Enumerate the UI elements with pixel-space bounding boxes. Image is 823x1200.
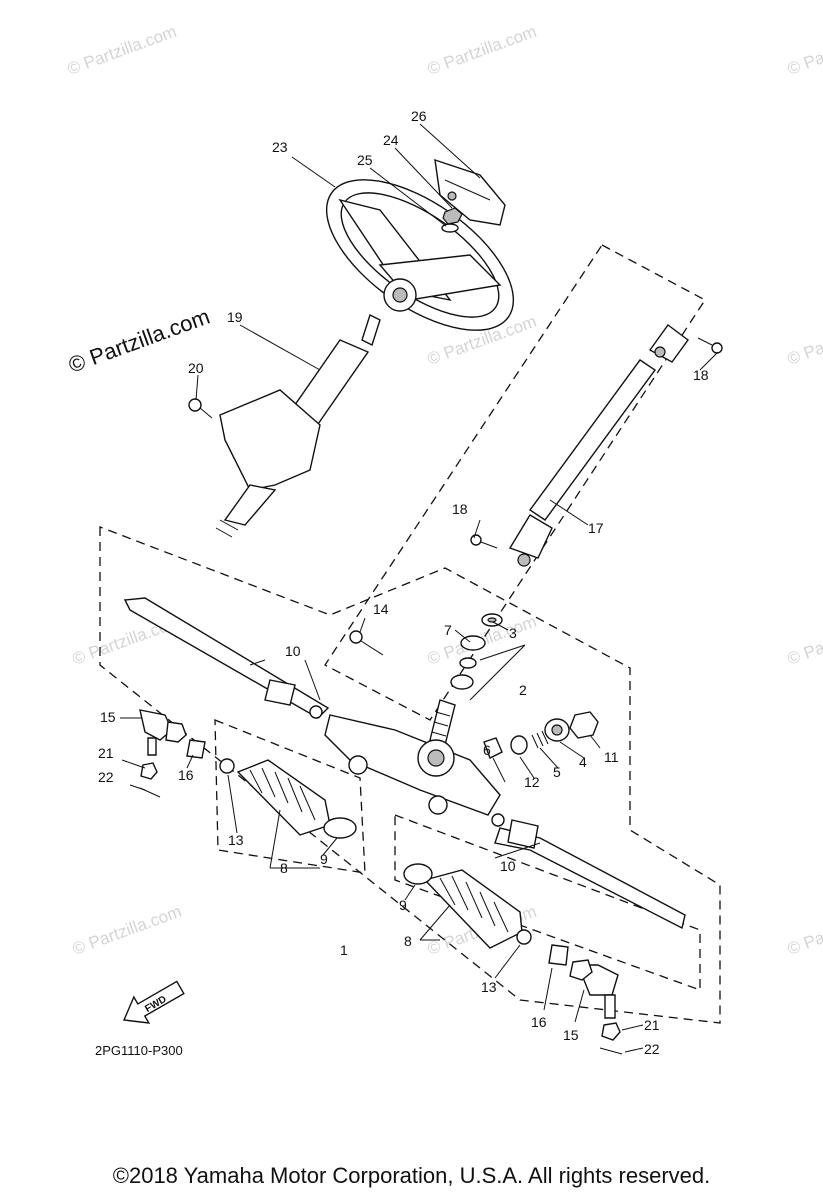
steering-wheel-nut (441, 207, 463, 233)
callout-9-right: 9 (399, 897, 407, 913)
callout-9-left: 9 (320, 851, 328, 867)
pinion-bearing (450, 657, 477, 690)
callout-7: 7 (444, 622, 452, 638)
castle-nut-left (140, 762, 158, 780)
callout-labels: 26 24 25 23 19 20 18 18 17 3 7 2 14 10 1… (98, 108, 709, 1057)
watermark-text: © Partzilla.com (70, 902, 184, 959)
watermark-text: © Partzilla.com (785, 22, 823, 79)
pinion-gear (429, 699, 456, 746)
callout-13-left: 13 (228, 832, 244, 848)
callout-8-right: 8 (404, 933, 412, 949)
tie-rod-end-left (139, 709, 187, 756)
callout-6: 6 (483, 742, 491, 758)
callout-18-lower: 18 (452, 501, 468, 517)
watermark-text: © Partzilla.com (785, 612, 823, 669)
intermediate-shaft (508, 324, 689, 567)
u-joint-bolt-lower (470, 534, 498, 549)
rack-housing (324, 714, 501, 816)
callout-26: 26 (411, 108, 427, 124)
boot-clamp-left (323, 817, 357, 839)
callout-20: 20 (188, 360, 204, 376)
watermark-text: © Partzilla.com (785, 902, 823, 959)
callout-2: 2 (519, 682, 527, 698)
forward-arrow-icon: FWD (123, 980, 185, 1024)
callout-18-upper: 18 (693, 367, 709, 383)
callout-1: 1 (340, 942, 348, 958)
callout-15-left: 15 (100, 709, 116, 725)
watermark-text: © Partzilla.com (65, 22, 179, 79)
callout-24: 24 (383, 132, 399, 148)
callout-25: 25 (357, 152, 373, 168)
callout-10-left: 10 (285, 643, 301, 659)
gearbox-bolt (349, 630, 384, 656)
callout-16-right: 16 (531, 1014, 547, 1030)
tie-rod-left-outline (214, 719, 366, 874)
callout-22-right: 22 (644, 1041, 660, 1057)
leader-lines (120, 123, 719, 1053)
steering-shaft-assembly-outline (324, 244, 706, 721)
rack-guide (483, 737, 503, 759)
callout-21-right: 21 (644, 1017, 660, 1033)
steering-gear-assembly-outline (99, 526, 721, 1024)
copyright-notice: ©2018 Yamaha Motor Corporation, U.S.A. A… (112, 1163, 711, 1188)
callout-23: 23 (272, 139, 288, 155)
callout-16-left: 16 (178, 767, 194, 783)
jam-nut-right (548, 944, 569, 966)
callout-17: 17 (588, 520, 604, 536)
callout-21-left: 21 (98, 745, 114, 761)
steering-wheel (325, 179, 515, 331)
tie-rod-right-outline (394, 814, 701, 991)
callout-4: 4 (579, 754, 587, 770)
callout-19: 19 (227, 309, 243, 325)
fwd-label: FWD (143, 994, 168, 1015)
callout-8-left: 8 (280, 860, 288, 876)
rack-boot-left (236, 759, 331, 836)
watermark-text: © Partzilla.com (425, 22, 539, 79)
pinion-seal (481, 613, 503, 627)
callout-13-right: 13 (481, 979, 497, 995)
rack-rod-right (491, 813, 686, 930)
rack-rod-left (123, 597, 330, 719)
boot-band-right (516, 929, 532, 945)
boot-band-left (219, 758, 235, 774)
lock-nut (569, 711, 599, 739)
rack-boot-right (423, 869, 523, 949)
adjuster-bolt (544, 718, 570, 742)
callout-3: 3 (509, 625, 517, 641)
tie-rod-end-right (569, 959, 619, 1019)
callout-15-right: 15 (563, 1027, 579, 1043)
adjuster-spring (531, 730, 549, 749)
castle-nut-right (601, 1022, 621, 1041)
column-bolt (188, 398, 213, 419)
callout-12: 12 (524, 774, 540, 790)
u-joint-bolt-upper (697, 337, 723, 354)
boot-clamp-right (403, 863, 433, 885)
callout-14: 14 (373, 601, 389, 617)
watermark-text: © Partzilla.com (785, 312, 823, 369)
callout-11: 11 (604, 749, 619, 765)
callout-22-left: 22 (98, 769, 114, 785)
diagram-code: 2PG1110-P300 (95, 1043, 183, 1058)
callout-10-right: 10 (500, 858, 516, 874)
jam-nut-left (186, 739, 206, 759)
o-ring (510, 735, 528, 755)
cotter-pin-right (599, 1047, 623, 1055)
callout-5: 5 (553, 764, 561, 780)
steering-column (215, 314, 381, 538)
